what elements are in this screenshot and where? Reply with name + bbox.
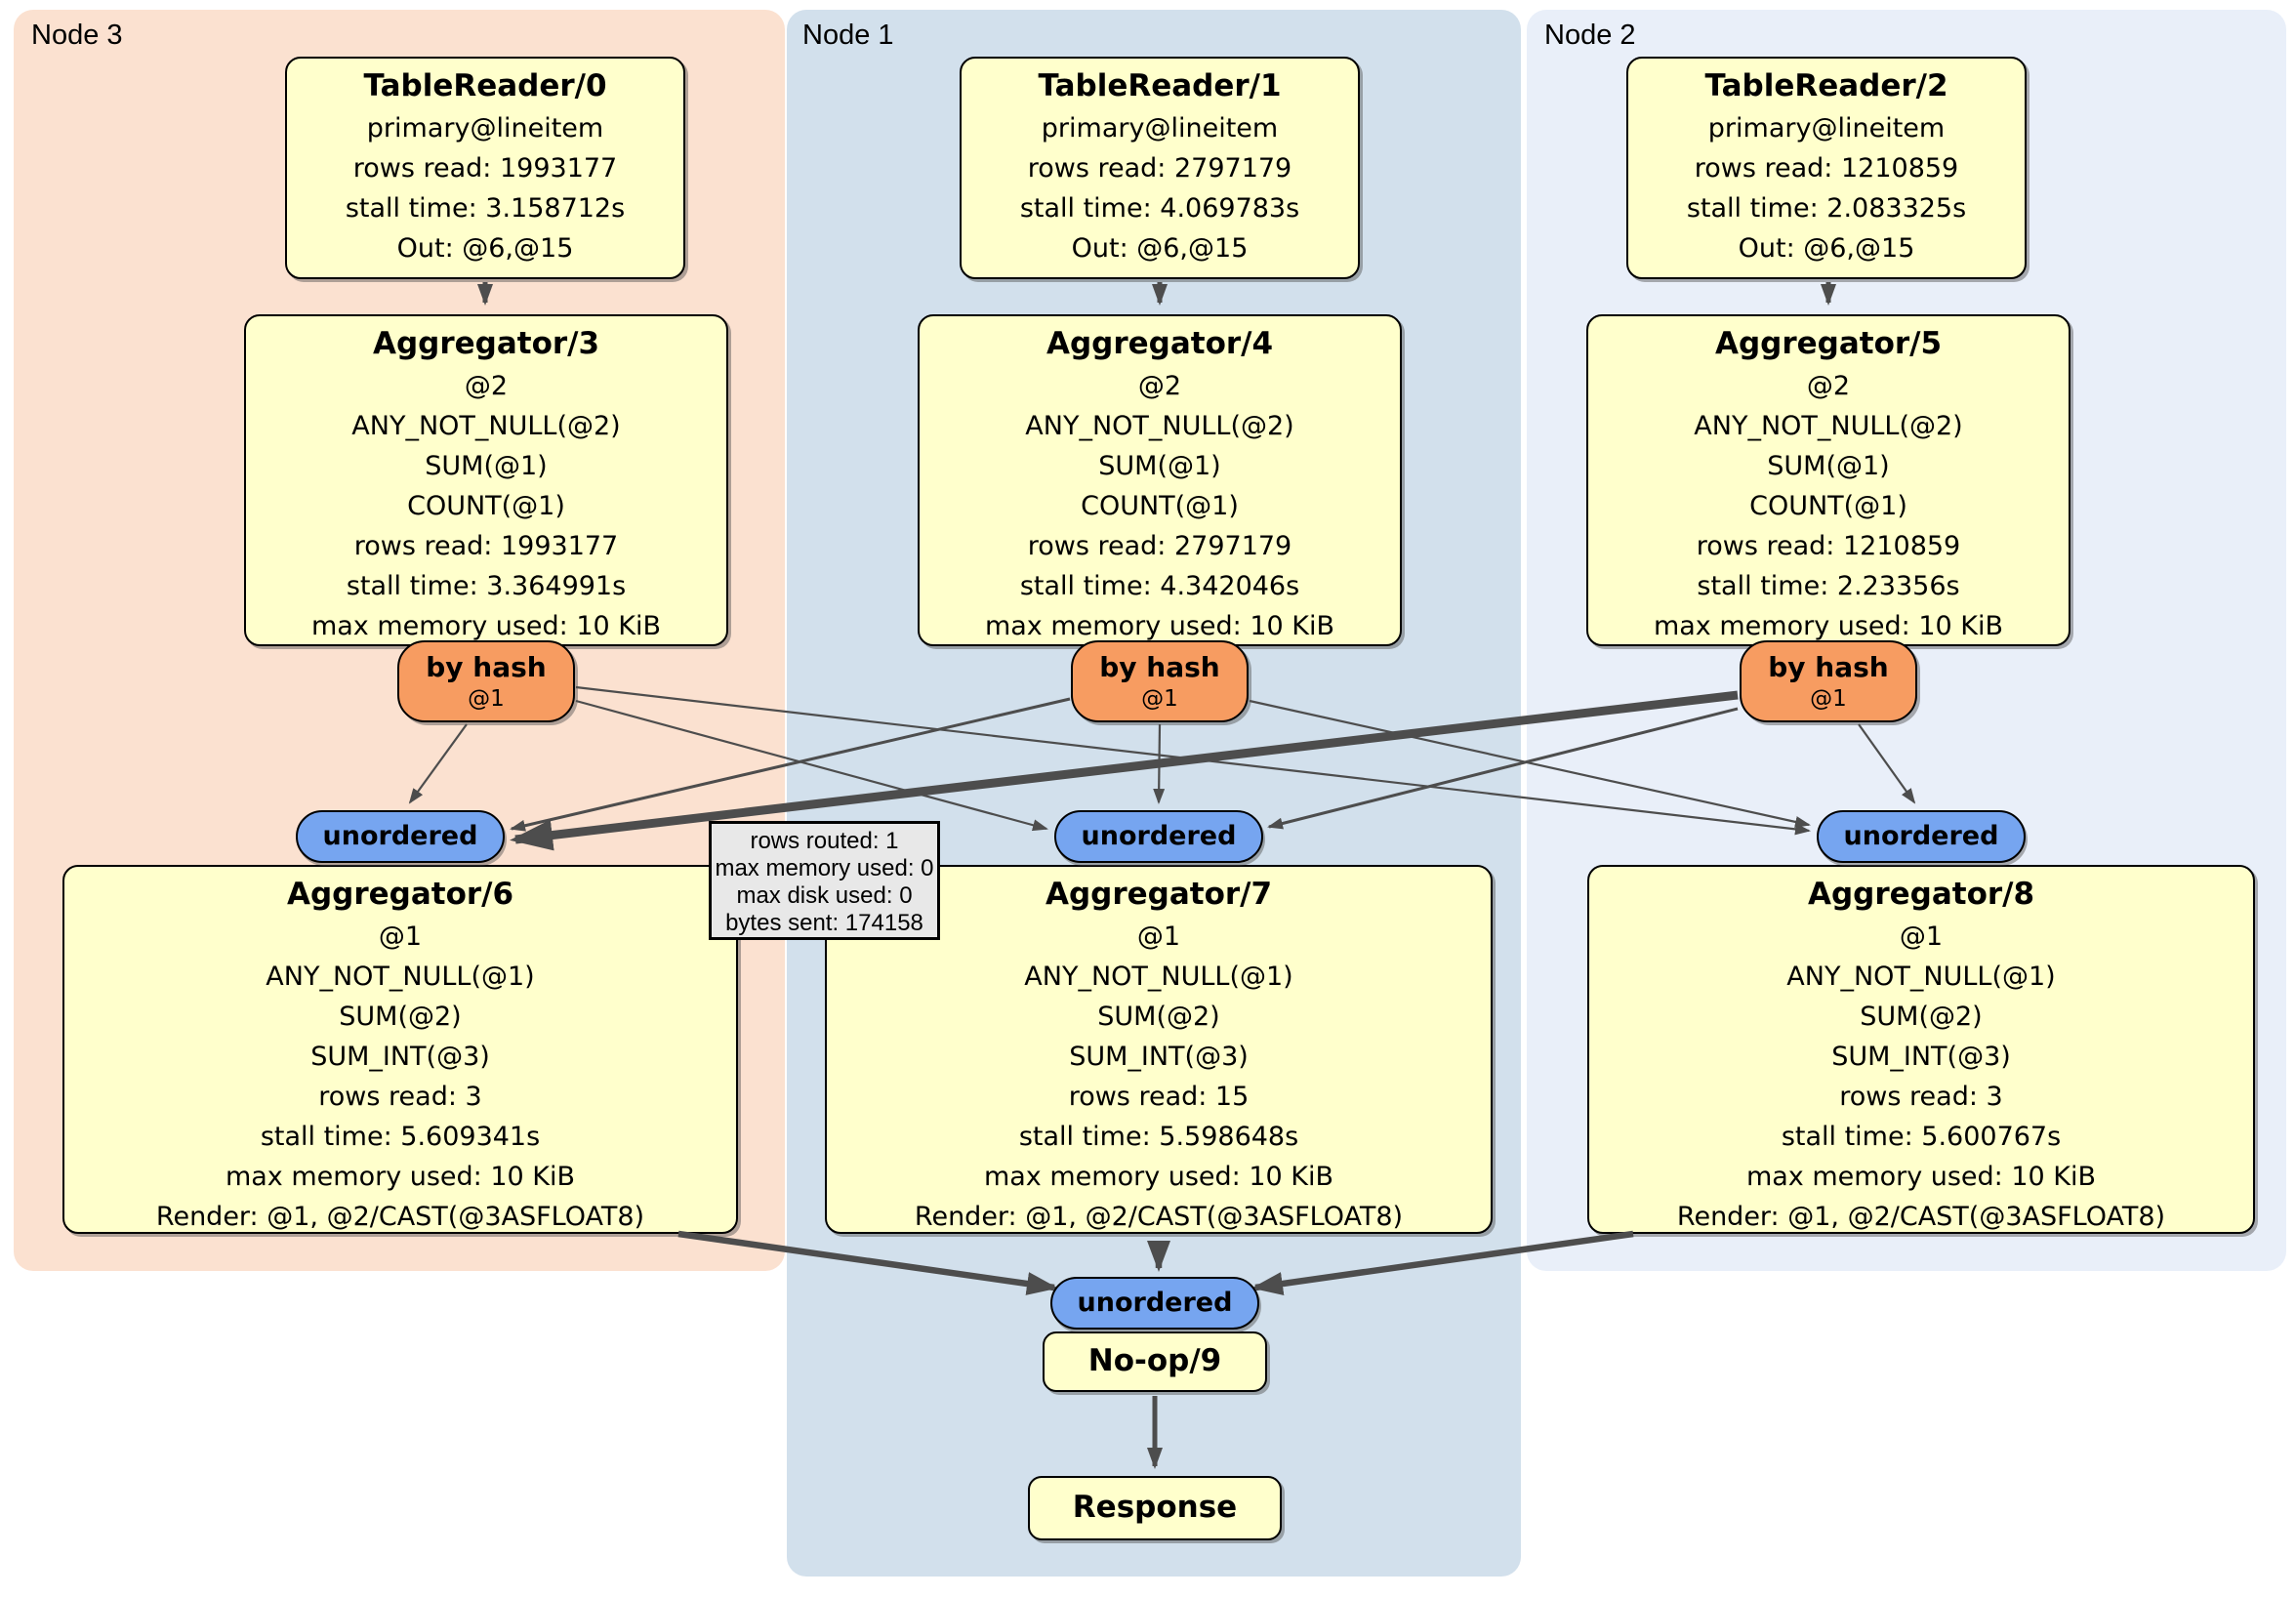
aggregator-6-box: Aggregator/6 @1 ANY_NOT_NULL(@1) SUM(@2)… [62, 865, 738, 1234]
edge-tooltip: rows routed: 1 max memory used: 0 max di… [709, 821, 940, 940]
node-title: Aggregator/3 [372, 326, 600, 361]
node-title: TableReader/0 [363, 68, 607, 103]
hash-router-node2: by hash @1 [1740, 640, 1917, 722]
aggregator-4-box: Aggregator/4 @2 ANY_NOT_NULL(@2) SUM(@1)… [918, 314, 1402, 646]
sync-unordered-node2: unordered [1817, 810, 2026, 863]
noop-box: No-op/9 [1043, 1331, 1267, 1392]
sync-unordered-node1: unordered [1054, 810, 1263, 863]
sync-unordered-final: unordered [1050, 1277, 1259, 1330]
tablereader-1-box: TableReader/1 primary@lineitem rows read… [960, 57, 1360, 279]
node-title: Aggregator/8 [1807, 877, 2035, 912]
tablereader-0-box: TableReader/0 primary@lineitem rows read… [285, 57, 685, 279]
sync-unordered-node3: unordered [296, 810, 505, 863]
node-title: Aggregator/5 [1714, 326, 1943, 361]
node-title: TableReader/1 [1038, 68, 1282, 103]
hash-router-node1: by hash @1 [1071, 640, 1249, 722]
node-title: Aggregator/6 [286, 877, 514, 912]
panel-label-node-1: Node 1 [802, 20, 894, 51]
panel-label-node-2: Node 2 [1544, 20, 1636, 51]
node-title: TableReader/2 [1704, 68, 1948, 103]
aggregator-8-box: Aggregator/8 @1 ANY_NOT_NULL(@1) SUM(@2)… [1587, 865, 2255, 1234]
tablereader-2-box: TableReader/2 primary@lineitem rows read… [1626, 57, 2027, 279]
aggregator-5-box: Aggregator/5 @2 ANY_NOT_NULL(@2) SUM(@1)… [1586, 314, 2070, 646]
response-box: Response [1028, 1476, 1282, 1540]
aggregator-3-box: Aggregator/3 @2 ANY_NOT_NULL(@2) SUM(@1)… [244, 314, 728, 646]
hash-router-node3: by hash @1 [397, 640, 575, 722]
node-title: Aggregator/4 [1046, 326, 1274, 361]
panel-label-node-3: Node 3 [31, 20, 123, 51]
node-title: Aggregator/7 [1045, 877, 1273, 912]
